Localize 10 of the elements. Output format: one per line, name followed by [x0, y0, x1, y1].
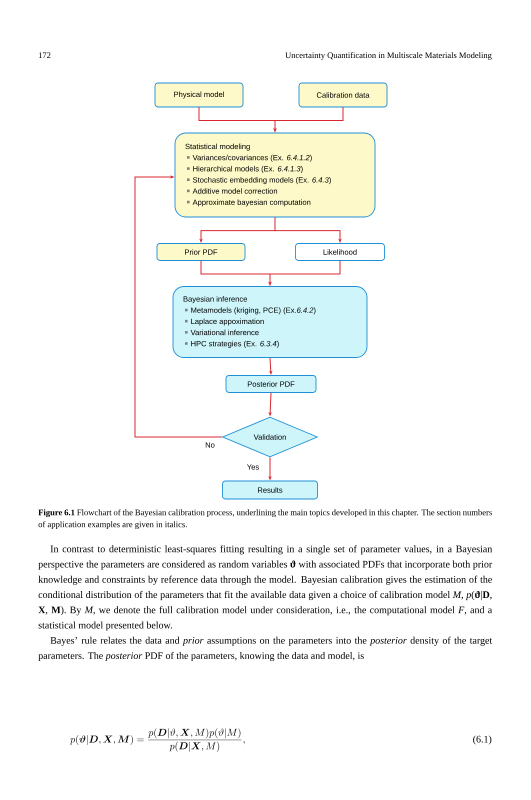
page-number: 172 — [38, 52, 50, 58]
equation-number: (6.1) — [473, 735, 492, 745]
topic-box — [174, 132, 376, 218]
arrow — [134, 175, 223, 438]
running-header: Uncertainty Quantification in Multiscale Materials Modeling — [285, 52, 492, 60]
body-paragraph: In contrast to deterministic least-squares fitting resulting in a single set of parameter values, in a Bayesian perspective the parameters are considered as random variables ϑ with associated PDFs that incorporate both prior knowledge and constraints by reference data through the model. Bayesian calibration gives the estimation of the conditional distribution of the parameters that fit the available data given a choice of calibration model M, p(ϑ|D, X, M). By M, we denote the full calibration model under consideration, i.e., the computational model F, and a statistical model presented below. — [38, 545, 492, 631]
figure-caption: Figure 6.1 Flowchart of the Bayesian calibration process, underlining the main topics developed in this chapter. The section numbers of application examples are given in italics. — [38, 509, 492, 530]
body-paragraph: Bayes’ rule relates the data and prior assumptions on the parameters into the posterior density of the target parameters. The posterior PDF of the parameters, knowing the data and model, is — [38, 636, 492, 662]
topic-box — [172, 286, 368, 358]
equation: $p(\boldsymbol{\vartheta}|\boldsymbol{D},\boldsymbol{X},\boldsymbol{M})=\frac{p(\boldsymbol{D}|\vartheta,\boldsymbol{X},M)p(\vartheta|M)}{p(\boldsymbol{D}|\boldsymbol{X},M)},$ — [70, 728, 245, 752]
